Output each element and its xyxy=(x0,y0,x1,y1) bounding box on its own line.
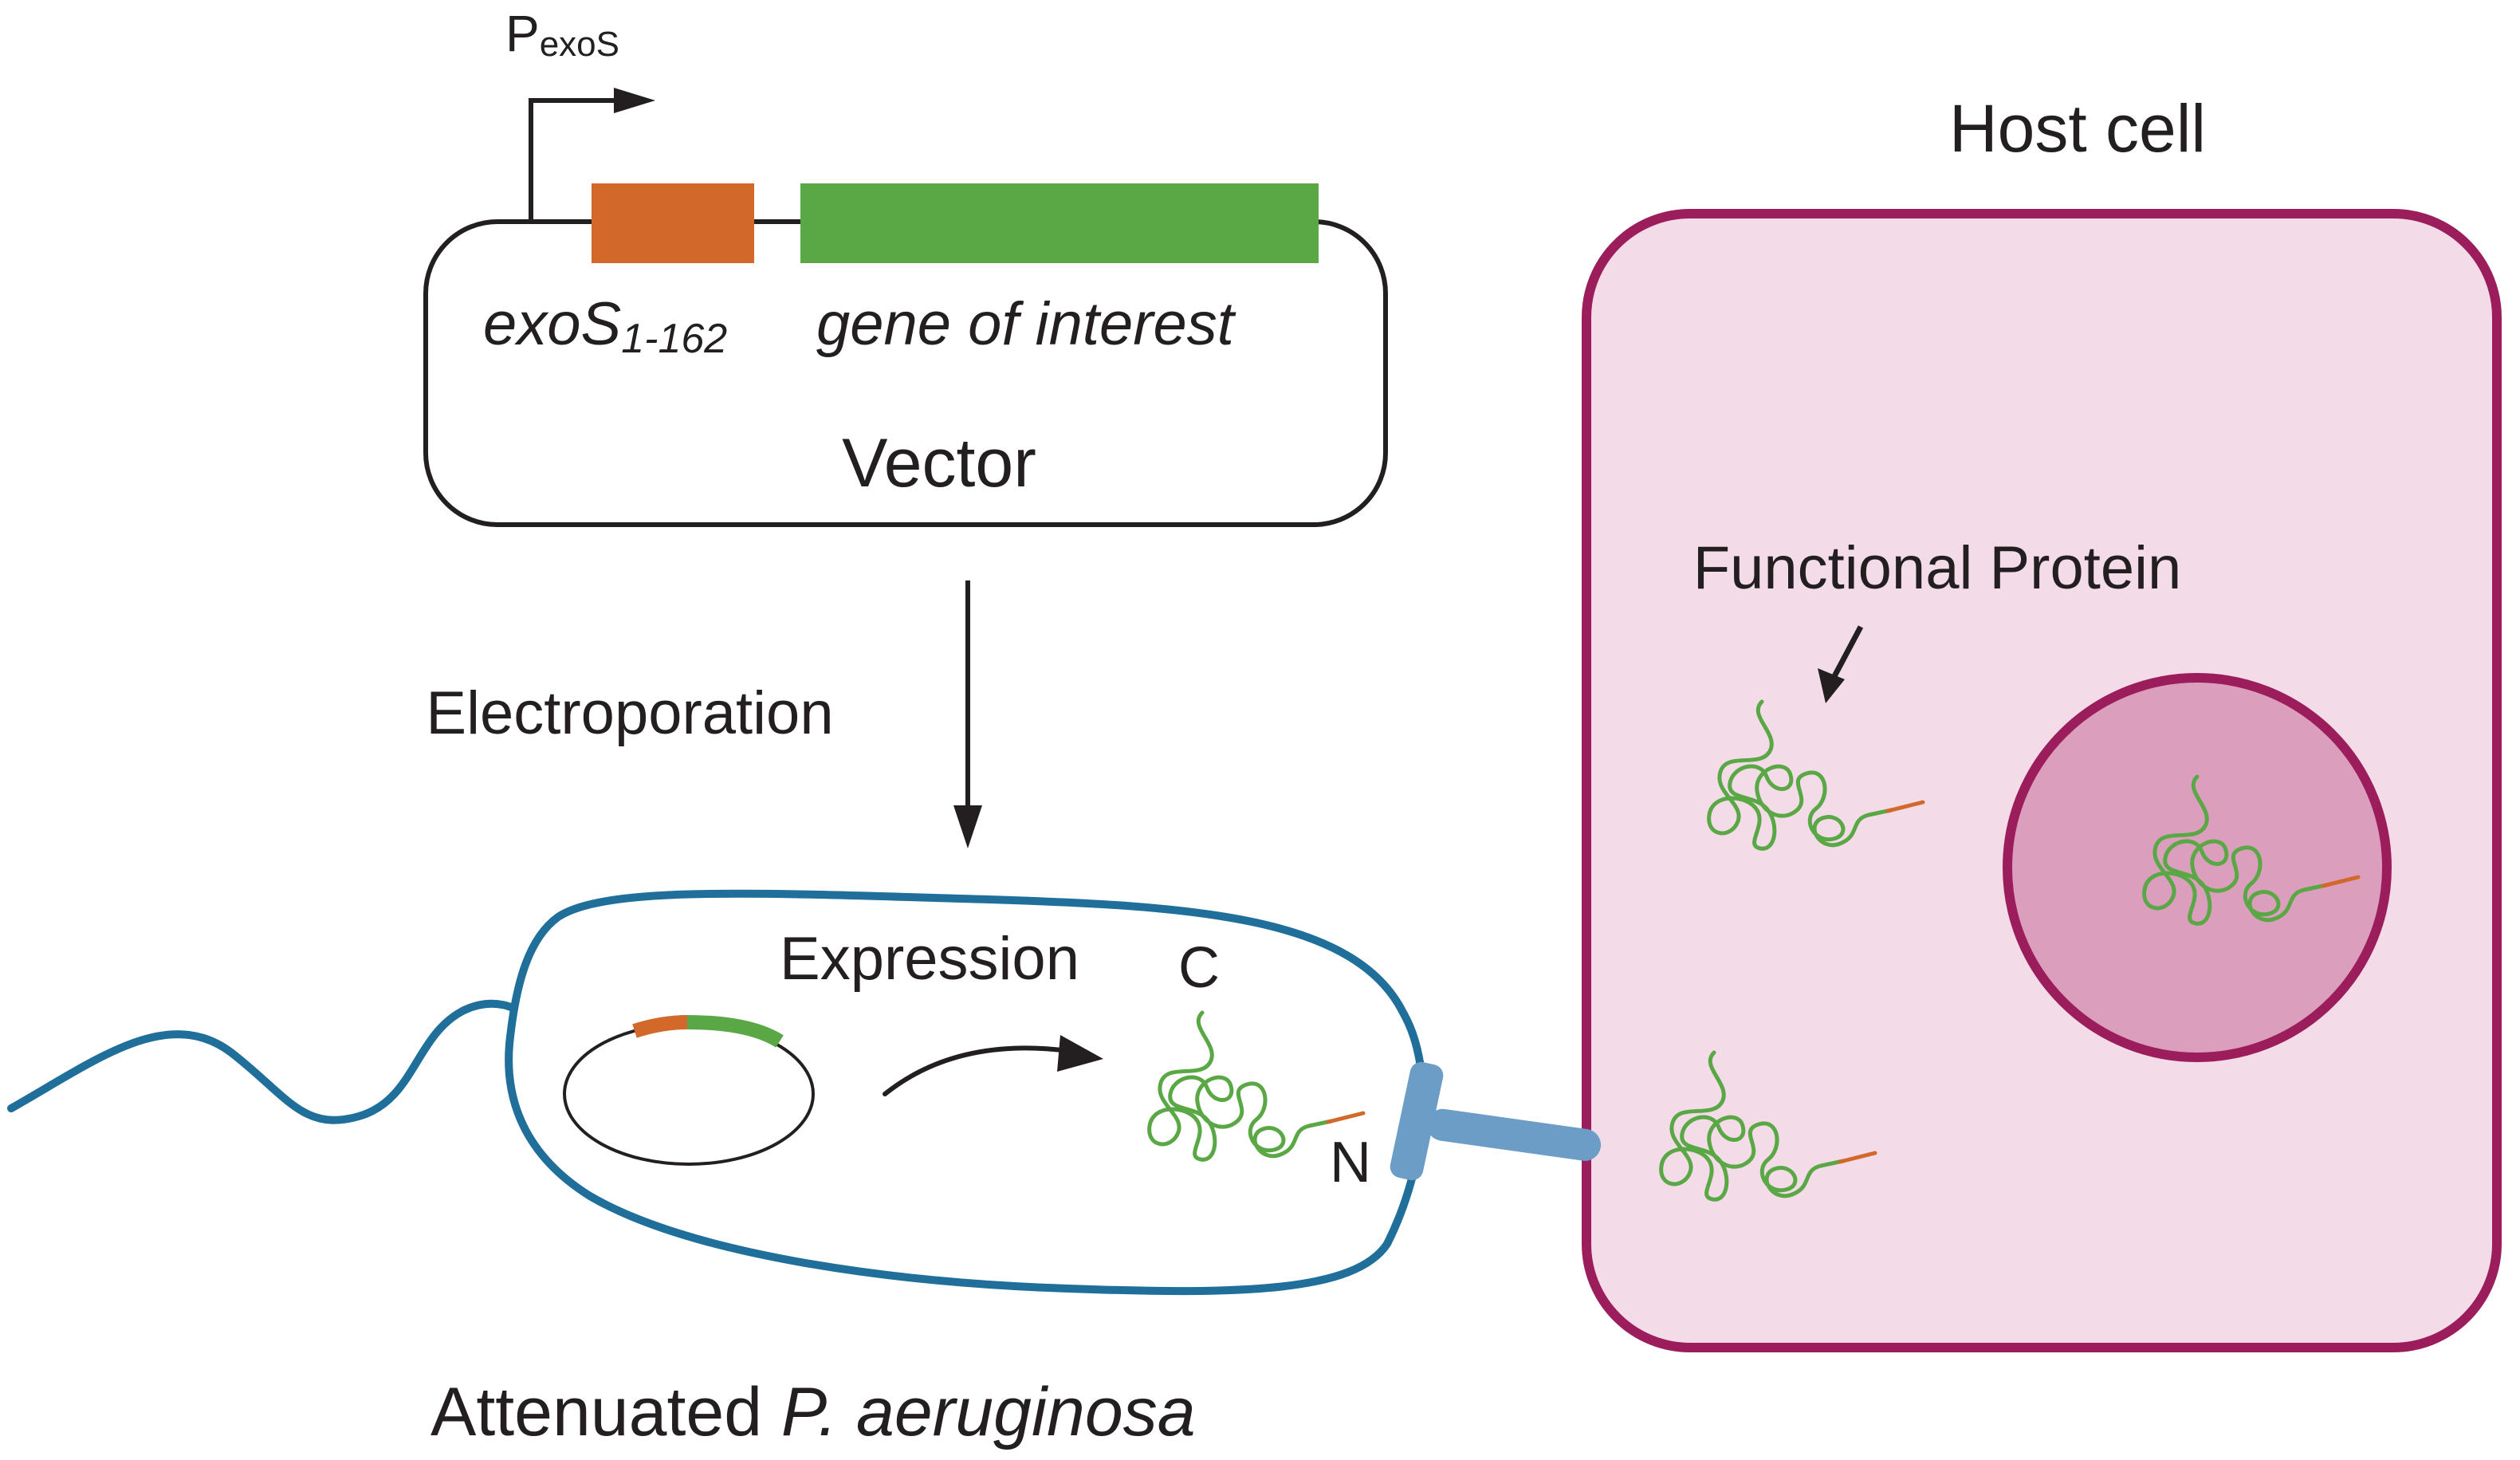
flagellum xyxy=(7,999,529,1124)
n-terminus-label: N xyxy=(1330,1131,1371,1194)
promoter-arrow xyxy=(529,98,614,222)
host-cell-nucleus xyxy=(2003,673,2392,1062)
promoter-label: PexoS xyxy=(505,5,619,64)
host-cell-label: Host cell xyxy=(1949,91,2206,166)
bacterium-body xyxy=(505,889,1427,1296)
functional-protein-pointer xyxy=(1830,625,1864,679)
vector-label: Vector xyxy=(842,425,1036,502)
gene-of-interest-label: gene of interest xyxy=(816,290,1236,358)
electroporation-label: Electroporation xyxy=(426,679,833,747)
functional-protein-label: Functional Protein xyxy=(1693,534,2182,602)
plasmid-gene-segment xyxy=(686,1015,784,1048)
functional-protein-arrowhead-icon xyxy=(1818,668,1845,703)
gene-of-interest-segment xyxy=(800,183,1319,263)
expression-arrowhead-icon xyxy=(1057,1035,1103,1072)
expression-arrow xyxy=(883,1045,1071,1096)
exos-segment xyxy=(592,183,754,263)
secretion-base xyxy=(1390,1061,1444,1181)
c-terminus-label: C xyxy=(1178,936,1220,1000)
secretion-needle xyxy=(1426,1108,1602,1161)
expression-label: Expression xyxy=(780,925,1079,993)
electroporation-arrowhead-icon xyxy=(953,805,982,848)
caption: Attenuated P. aeruginosa xyxy=(430,1374,1196,1450)
promoter-arrowhead-icon xyxy=(614,88,655,113)
exos-label: exoS1-162 xyxy=(483,290,727,362)
plasmid-exos-segment xyxy=(632,1015,688,1038)
